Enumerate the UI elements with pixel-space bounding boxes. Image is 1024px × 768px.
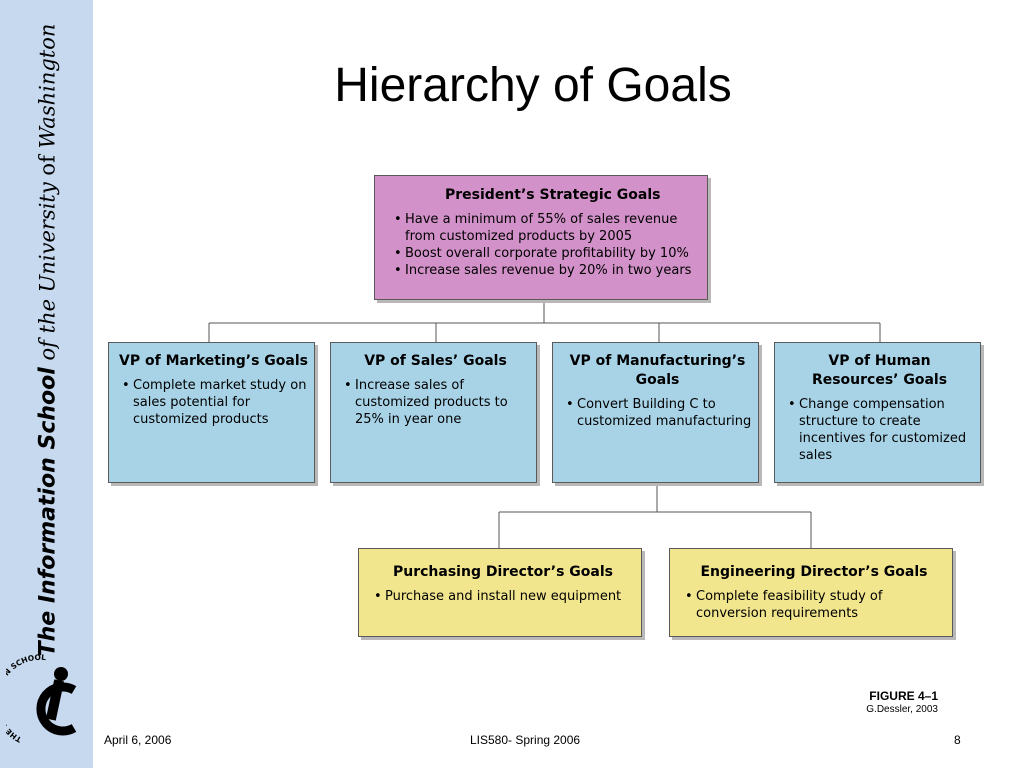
vp-sales-goals-list: Increase sales of customized products to…: [341, 377, 530, 428]
vp-marketing-goals-box: VP of Marketing’s Goals Complete market …: [108, 342, 315, 483]
figure-credit: G.Dessler, 2003: [866, 704, 938, 715]
list-item: Have a minimum of 55% of sales revenue f…: [394, 211, 699, 245]
list-item: Increase sales revenue by 20% in two yea…: [394, 262, 699, 279]
purchasing-director-goals-box: Purchasing Director’s Goals Purchase and…: [358, 548, 642, 637]
engineering-director-goals-list: Complete feasibility study of conversion…: [682, 588, 946, 622]
sidebar: The Information School of the University…: [0, 0, 93, 768]
vp-sales-goals-title: VP of Sales’ Goals: [364, 353, 507, 369]
list-item: Purchase and install new equipment: [374, 588, 635, 605]
president-goals-box: President’s Strategic Goals Have a minim…: [374, 175, 708, 300]
vp-manufacturing-goals-box: VP of Manufacturing’s Goals Convert Buil…: [552, 342, 759, 483]
president-goals-list: Have a minimum of 55% of sales revenue f…: [391, 211, 699, 279]
engineering-director-goals-box: Engineering Director’s Goals Complete fe…: [669, 548, 953, 637]
list-item: Complete market study on sales potential…: [122, 377, 308, 428]
purchasing-director-goals-title: Purchasing Director’s Goals: [393, 564, 613, 580]
list-item: Convert Building C to customized manufac…: [566, 396, 752, 430]
vp-marketing-goals-list: Complete market study on sales potential…: [119, 377, 308, 428]
vp-manufacturing-goals-list: Convert Building C to customized manufac…: [563, 396, 752, 430]
vp-manufacturing-goals-title: VP of Manufacturing’s Goals: [569, 353, 746, 388]
vp-sales-goals-box: VP of Sales’ Goals Increase sales of cus…: [330, 342, 537, 483]
list-item: Boost overall corporate profitability by…: [394, 245, 699, 262]
footer-course: LIS580- Spring 2006: [470, 733, 581, 747]
figure-label: FIGURE 4–1: [869, 689, 938, 703]
list-item: Increase sales of customized products to…: [344, 377, 530, 428]
vp-hr-goals-list: Change compensation structure to create …: [785, 396, 974, 464]
slide-title: Hierarchy of Goals: [334, 59, 732, 112]
footer-page-number: 8: [954, 733, 961, 747]
vp-hr-goals-box: VP of Human Resources’ Goals Change comp…: [774, 342, 981, 483]
list-item: Complete feasibility study of conversion…: [685, 588, 946, 622]
engineering-director-goals-title: Engineering Director’s Goals: [700, 564, 928, 580]
footer-date: April 6, 2006: [104, 733, 172, 747]
vp-marketing-goals-title: VP of Marketing’s Goals: [119, 353, 308, 369]
purchasing-director-goals-list: Purchase and install new equipment: [371, 588, 635, 605]
figure-caption: FIGURE 4–1 G.Dessler, 2003: [866, 689, 938, 715]
president-goals-title: President’s Strategic Goals: [445, 187, 661, 203]
ischool-logo-icon: THE INFORMATION SCHOOL: [6, 653, 77, 744]
list-item: Change compensation structure to create …: [788, 396, 974, 464]
vp-hr-goals-title: VP of Human Resources’ Goals: [811, 353, 948, 388]
